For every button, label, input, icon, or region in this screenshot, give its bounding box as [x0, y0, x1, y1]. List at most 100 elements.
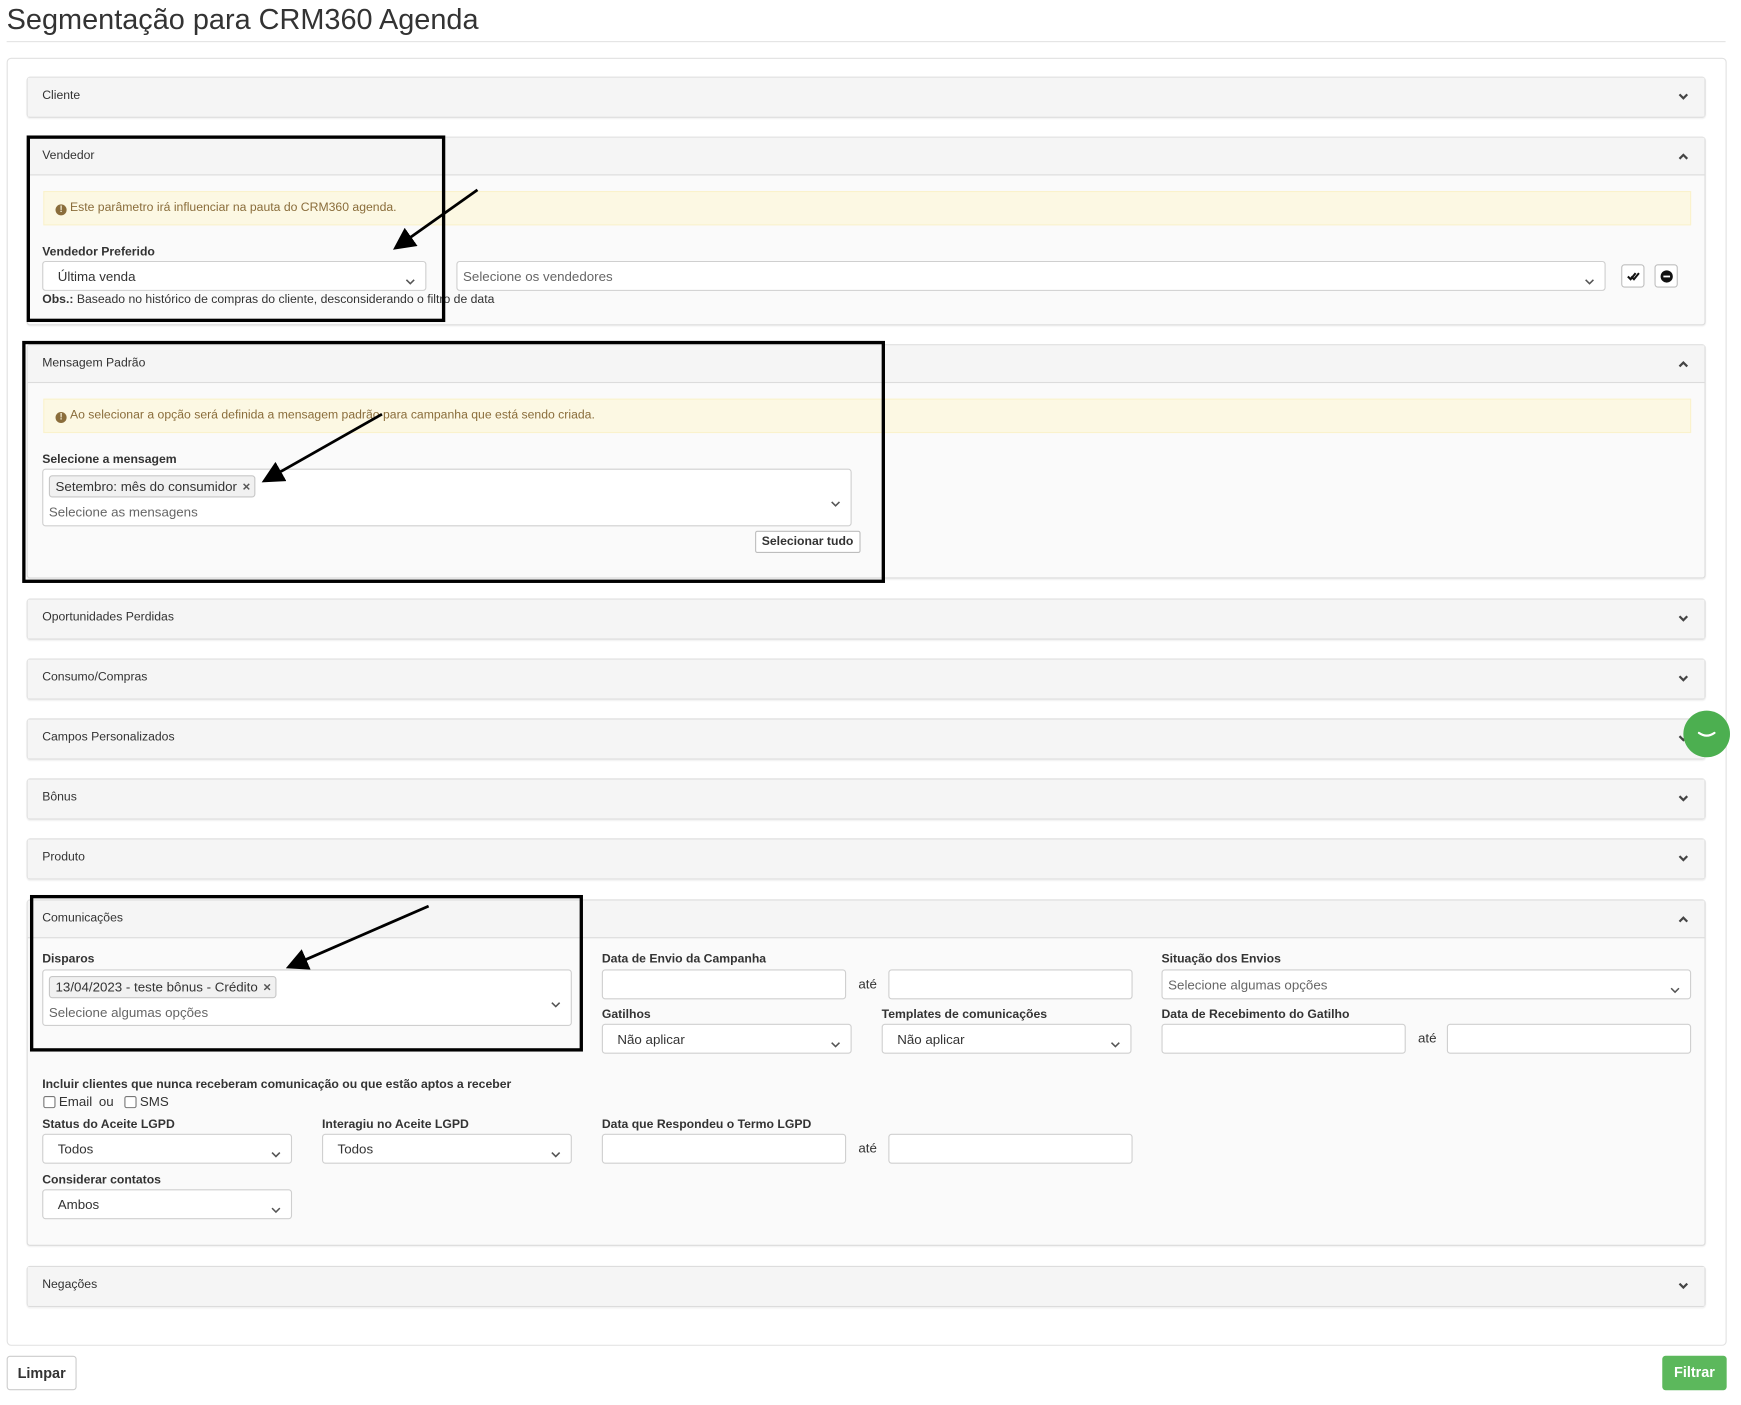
- panel-mensagem-title: Mensagem Padrão: [42, 356, 146, 370]
- status-lgpd-value: Todos: [57, 1141, 94, 1158]
- panel-cliente-header[interactable]: Cliente: [27, 77, 1705, 117]
- panel-consumo-title: Consumo/Compras: [42, 670, 148, 685]
- templates-select[interactable]: Não aplicar: [881, 1023, 1132, 1054]
- panel-vendedor: Vendedor !Este parâmetro irá influenciar…: [26, 136, 1706, 326]
- annotation-box-vendedor: [26, 135, 446, 323]
- chevron-down-icon: [1678, 673, 1689, 684]
- panel-negacoes-header[interactable]: Negações: [27, 1266, 1705, 1306]
- data-envio-end-input[interactable]: [888, 969, 1133, 1000]
- chevron-down-icon: [1110, 1036, 1120, 1052]
- chevron-down-icon: [1678, 91, 1689, 102]
- email-checkbox[interactable]: [43, 1095, 56, 1109]
- select-all-messages-button[interactable]: Selecionar tudo: [755, 530, 861, 553]
- data-lgpd-end-input[interactable]: [888, 1133, 1133, 1164]
- incluir-label: Incluir clientes que nunca receberam com…: [42, 1078, 512, 1092]
- chevron-down-icon: [831, 1036, 841, 1052]
- panel-consumo: Consumo/Compras: [26, 658, 1706, 700]
- vendedores-placeholder: Selecione os vendedores: [463, 268, 613, 285]
- annotation-box-mensagem: [22, 340, 885, 583]
- data-lgpd-start-input[interactable]: [601, 1133, 847, 1164]
- panel-oportunidades-title: Oportunidades Perdidas: [42, 610, 174, 625]
- mensagem-label: Selecione a mensagem: [42, 453, 177, 467]
- chevron-down-icon: [1585, 273, 1595, 289]
- panel-cliente: Cliente: [26, 76, 1706, 118]
- title-divider: [6, 41, 1726, 43]
- panel-campos-title: Campos Personalizados: [42, 730, 175, 744]
- filter-button[interactable]: Filtrar: [1662, 1355, 1727, 1391]
- interagiu-select[interactable]: Todos: [322, 1133, 572, 1164]
- vendedor-preferido-select[interactable]: Última venda: [42, 260, 427, 291]
- mensagem-placeholder: Selecione as mensagens: [48, 504, 198, 520]
- chevron-down-icon: [831, 494, 841, 511]
- panel-campos: Campos Personalizados: [26, 718, 1706, 760]
- panel-vendedor-title: Vendedor: [42, 148, 95, 163]
- sms-checkbox[interactable]: [124, 1095, 137, 1109]
- chat-button[interactable]: [1683, 710, 1731, 758]
- data-lgpd-label: Data que Respondeu o Termo LGPD: [601, 1118, 812, 1132]
- gatilhos-select[interactable]: Não aplicar: [601, 1023, 852, 1054]
- mensagem-chip: Setembro: mês do consumidor ×: [48, 475, 256, 498]
- chevron-down-icon: [271, 1201, 281, 1217]
- data-envio-start-input[interactable]: [601, 969, 847, 1000]
- select-all-vendors-button[interactable]: [1621, 264, 1645, 288]
- templates-value: Não aplicar: [897, 1031, 965, 1048]
- panel-bonus-header[interactable]: Bônus: [27, 779, 1705, 819]
- panel-vendedor-header[interactable]: Vendedor: [27, 137, 1705, 176]
- panel-oportunidades: Oportunidades Perdidas: [26, 598, 1706, 640]
- panel-campos-header[interactable]: Campos Personalizados: [27, 719, 1705, 759]
- situacao-label: Situação dos Envios: [1161, 952, 1281, 967]
- chevron-down-icon: [551, 1146, 561, 1162]
- status-lgpd-label: Status do Aceite LGPD: [42, 1118, 175, 1132]
- minus-circle-icon: [1660, 270, 1673, 283]
- clear-button[interactable]: Limpar: [6, 1355, 77, 1391]
- panel-negacoes-title: Negações: [42, 1278, 98, 1292]
- panel-oportunidades-header[interactable]: Oportunidades Perdidas: [27, 599, 1705, 639]
- panel-mensagem-header[interactable]: Mensagem Padrão: [27, 345, 1705, 384]
- data-envio-label: Data de Envio da Campanha: [601, 952, 767, 967]
- remove-chip-icon[interactable]: ×: [263, 979, 272, 995]
- panel-bonus: Bônus: [26, 778, 1706, 820]
- clear-vendors-button[interactable]: [1654, 264, 1678, 288]
- panel-produto-title: Produto: [42, 850, 85, 864]
- panel-produto-header[interactable]: Produto: [27, 839, 1705, 879]
- disparos-chip: 13/04/2023 - teste bônus - Crédito×: [48, 976, 277, 999]
- disparos-multiselect[interactable]: 13/04/2023 - teste bônus - Crédito× Sele…: [42, 969, 572, 1027]
- mensagem-multiselect[interactable]: Setembro: mês do consumidor × Selecione a…: [42, 468, 852, 527]
- recebimento-end-input[interactable]: [1446, 1023, 1692, 1054]
- chat-bubble-icon: [1697, 731, 1716, 737]
- mensagem-chip-text: Setembro: mês do consumidor: [55, 478, 237, 495]
- chevron-down-icon: [1678, 1280, 1689, 1291]
- interagiu-label: Interagiu no Aceite LGPD: [322, 1118, 469, 1132]
- interagiu-value: Todos: [337, 1141, 374, 1158]
- page-title: Segmentação para CRM360 Agenda: [6, 2, 479, 36]
- status-lgpd-select[interactable]: Todos: [42, 1133, 293, 1164]
- chevron-down-icon: [551, 995, 561, 1012]
- vendedor-preferido-value: Última venda: [57, 268, 136, 285]
- double-check-icon: [1627, 272, 1640, 281]
- chevron-down-icon: [1670, 982, 1680, 998]
- situacao-select[interactable]: Selecione algumas opções: [1161, 969, 1692, 1000]
- considerar-label: Considerar contatos: [42, 1173, 161, 1188]
- vendedor-alert-text: Este parâmetro irá influenciar na pauta …: [69, 200, 397, 215]
- recebimento-start-input[interactable]: [1161, 1023, 1406, 1054]
- considerar-select[interactable]: Ambos: [42, 1189, 293, 1220]
- chevron-up-icon: [1678, 914, 1689, 925]
- chevron-up-icon: [1678, 359, 1689, 370]
- panel-produto: Produto: [26, 838, 1706, 880]
- vendedores-select[interactable]: Selecione os vendedores: [456, 260, 1606, 291]
- panel-consumo-header[interactable]: Consumo/Compras: [27, 659, 1705, 699]
- obs-text: Baseado no histórico de compras do clien…: [76, 293, 495, 307]
- templates-label: Templates de comunicações: [881, 1008, 1048, 1022]
- panel-comunicacoes-title: Comunicações: [42, 911, 123, 925]
- vendedor-alert: !Este parâmetro irá influenciar na pauta…: [43, 190, 1692, 226]
- remove-chip-icon[interactable]: ×: [242, 478, 251, 495]
- disparos-label: Disparos: [42, 952, 95, 967]
- panel-cliente-title: Cliente: [42, 88, 81, 103]
- panel-negacoes: Negações: [26, 1265, 1706, 1307]
- gatilhos-value: Não aplicar: [617, 1031, 685, 1048]
- obs-label: Obs.:: [42, 293, 74, 307]
- chevron-down-icon: [405, 273, 415, 289]
- exclamation-icon: !: [55, 411, 67, 424]
- exclamation-icon: !: [55, 204, 67, 216]
